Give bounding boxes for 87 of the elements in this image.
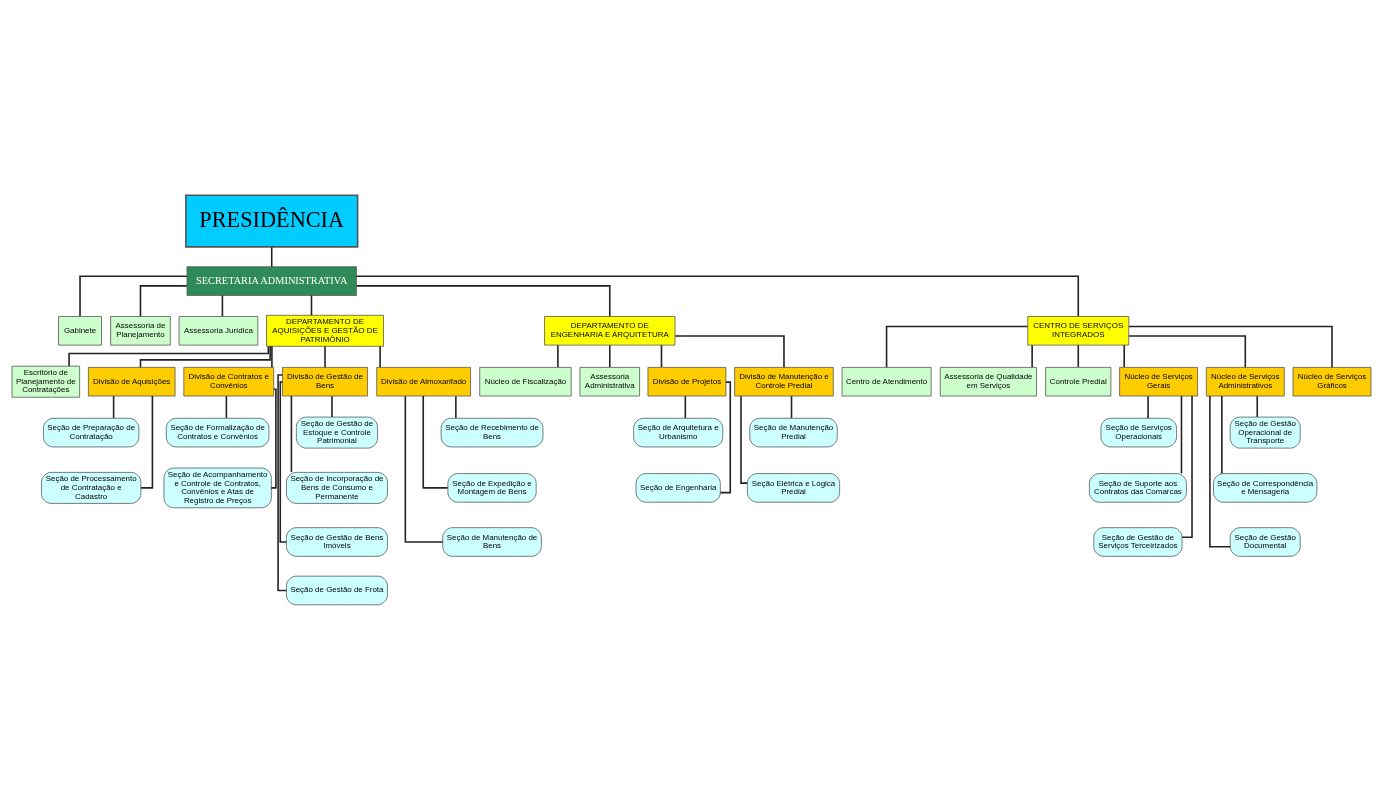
connector — [225, 395, 228, 419]
node-box: Seção Elétrica e Lógica Predial — [747, 473, 841, 503]
connector — [740, 395, 749, 484]
connector — [310, 294, 313, 317]
node-box: Assessoria Administrativa — [579, 367, 640, 397]
connector — [790, 395, 793, 419]
node-box: Seção de Gestão Operacional de Transporte — [1229, 416, 1301, 449]
connector — [1180, 395, 1183, 475]
node-box: DEPARTAMENTO DE AQUISIÇÕES E GESTÃO DE PATRIMÔNIO — [266, 314, 384, 347]
node-box: Núcleo de Serviços Gráficos — [1292, 367, 1372, 397]
node-box: Seção de Gestão de Frota — [286, 575, 388, 606]
node-box: Divisão de Gestão de Bens — [282, 367, 368, 397]
node-box: Seção de Correspondência e Mensageria — [1213, 473, 1318, 503]
node-box: Seção de Manutenção Predial — [749, 417, 838, 448]
connector — [1077, 344, 1080, 368]
node-box: Assessoria Jurídica — [178, 316, 259, 346]
node-box: Seção de Formalização de Contratos e Convênios — [165, 417, 270, 448]
connector — [221, 294, 224, 318]
node-box: Seção de Acompanhamento e Controle de Contratos, Convênios e Atas de Registro de Preços — [163, 467, 272, 509]
connector — [324, 345, 326, 369]
connector — [355, 285, 611, 318]
connector — [79, 275, 188, 317]
node-box: Centro de Atendimento — [841, 367, 932, 397]
connector — [1128, 325, 1333, 368]
node-box: Seção de Preparação de Contratação — [43, 417, 140, 448]
connector — [140, 395, 154, 489]
connector — [1147, 395, 1149, 419]
connector — [355, 275, 1080, 317]
node-box: Seção de Gestão de Bens Imóveis — [286, 527, 388, 557]
connector — [885, 325, 1029, 368]
node-box: Controle Predial — [1045, 367, 1112, 397]
connector — [404, 395, 444, 543]
connector — [279, 381, 288, 543]
node-box: CENTRO DE SERVIÇOS INTEGRADOS — [1027, 316, 1130, 346]
connector — [422, 395, 449, 489]
node-box: Divisão de Projetos — [647, 367, 727, 397]
connector — [1209, 395, 1231, 548]
node-box: Seção de Incorporação de Bens de Consumo e Permanente — [286, 472, 388, 504]
node-box: Seção de Gestão de Estoque e Controle Patrimonial — [296, 416, 378, 449]
connector — [271, 345, 273, 369]
node-box: PRESIDÊNCIA — [185, 194, 359, 248]
connector — [660, 344, 663, 368]
node-box: Seção de Arquitetura e Urbanismo — [633, 417, 724, 448]
node-box: DEPARTAMENTO DE ENGENHARIA E ARQUITETURA — [544, 316, 676, 346]
connector — [270, 388, 277, 489]
node-box: Seção de Recebimento de Bens — [440, 417, 544, 448]
connector — [608, 344, 611, 368]
connector — [331, 395, 333, 418]
node-box: Seção de Manutenção de Bens — [442, 527, 542, 557]
connector — [1221, 395, 1223, 475]
node-box: Núcleo de Serviços Gerais — [1119, 367, 1198, 397]
node-box: Assessoria de Planejamento — [110, 316, 171, 346]
node-box: Seção de Gestão de Serviços Terceirizados — [1093, 527, 1183, 557]
connector — [68, 345, 270, 367]
node-box: Divisão de Contratos e Convênios — [183, 367, 275, 397]
connector — [557, 344, 559, 368]
connector — [290, 395, 293, 473]
connector — [674, 335, 785, 369]
node-box: Escritório de Planejamento de Contratações — [11, 365, 81, 398]
node-box: Divisão de Aquisições — [87, 367, 176, 397]
connector — [1031, 344, 1033, 368]
node-box: Seção de Serviços Operacionais — [1100, 417, 1177, 448]
node-box: Seção de Expedição e Montagem de Bens — [447, 473, 537, 503]
node-box: Seção de Gestão Documental — [1229, 527, 1301, 557]
node-box: Assessoria de Qualidade em Serviços — [939, 367, 1037, 397]
connector — [1123, 344, 1125, 368]
node-box: Divisão de Manutenção e Controle Predial — [734, 367, 834, 397]
connector — [1181, 395, 1193, 538]
node-box: SECRETARIA ADMINISTRATIVA — [186, 266, 357, 296]
connector — [139, 285, 188, 318]
connector — [684, 395, 687, 419]
connector — [139, 345, 271, 369]
node-box: Gabinete — [58, 316, 102, 346]
connector — [112, 395, 115, 419]
connector — [270, 246, 273, 268]
node-box: Seção de Engenharia — [635, 473, 721, 503]
node-box: Seção de Processamento de Contratação e Cadastro — [41, 472, 142, 504]
connector — [719, 381, 732, 494]
connector — [1128, 335, 1247, 369]
node-box: Divisão de Almoxarifado — [376, 367, 471, 397]
node-box: Seção de Suporte aos Contratos das Comarcas — [1089, 473, 1187, 503]
connector — [455, 395, 457, 419]
connector — [277, 374, 288, 592]
node-box: Núcleo de Serviços Administrativos — [1205, 367, 1285, 397]
connector — [379, 345, 381, 369]
connector — [1256, 395, 1259, 418]
node-box: Núcleo de Fiscalização — [479, 367, 572, 397]
